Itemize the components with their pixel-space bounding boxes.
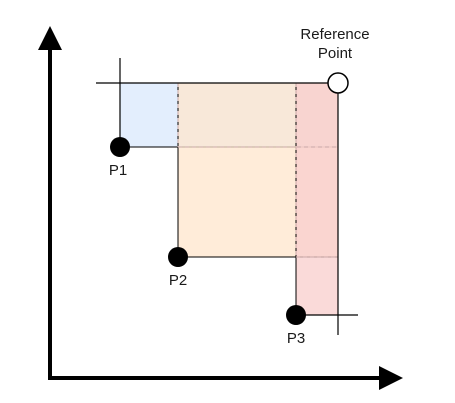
x-axis-arrow-icon xyxy=(379,366,403,390)
label-p1: P1 xyxy=(109,162,127,179)
axes xyxy=(38,26,403,390)
reference-label-line2: Point xyxy=(318,45,353,62)
reference-label-line1: Reference xyxy=(300,26,369,43)
label-p2: P2 xyxy=(169,272,187,289)
reference-point xyxy=(327,72,349,94)
point-p1 xyxy=(110,137,130,157)
point-p3 xyxy=(286,305,306,325)
label-p3: P3 xyxy=(287,330,305,347)
dashed-boundaries xyxy=(177,83,338,258)
region-p3 xyxy=(295,82,339,316)
point-p2 xyxy=(168,247,188,267)
crosshair-bottom-right xyxy=(296,83,358,335)
y-axis-arrow-icon xyxy=(38,26,62,50)
crosshair-top-left xyxy=(96,58,338,147)
